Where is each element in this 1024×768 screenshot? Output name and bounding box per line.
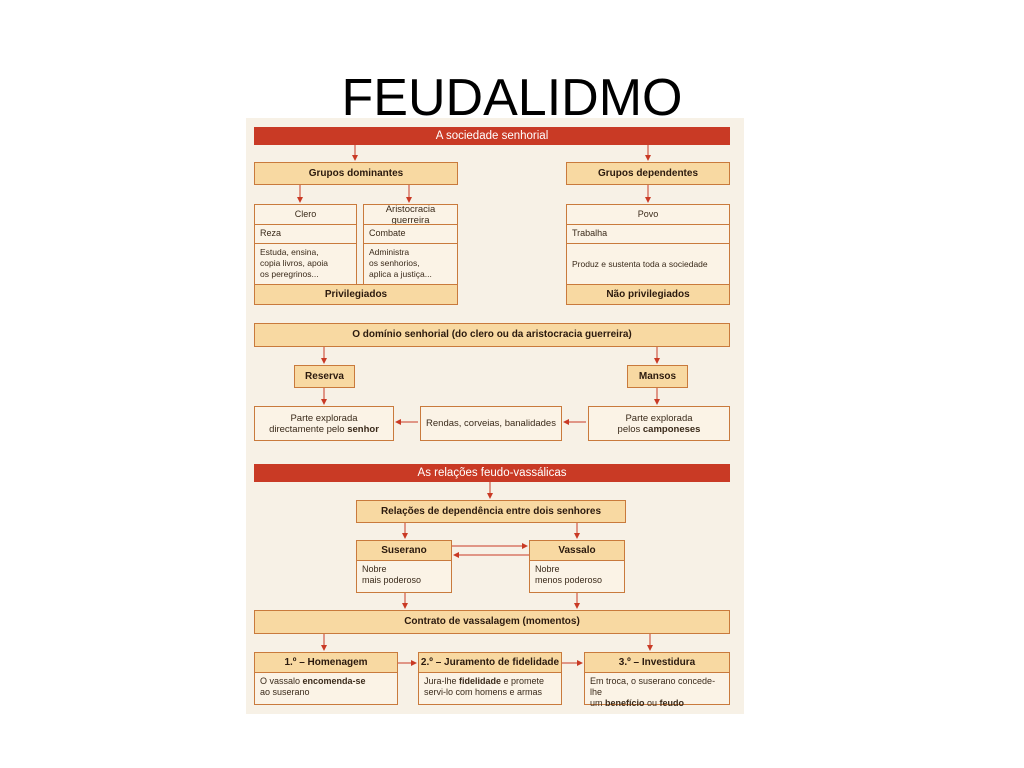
homenagem-text1: O vassalo [260, 676, 303, 686]
mansos-box: Mansos [627, 365, 688, 388]
povo-desc: Produz e sustenta toda a sociedade [566, 243, 730, 285]
connector-arrows [297, 145, 660, 666]
juramento-bold: fidelidade [459, 676, 502, 686]
reserva-desc-line2: directamente pelo senhor [269, 424, 379, 435]
contrato-vassalagem-box: Contrato de vassalagem (momentos) [254, 610, 730, 634]
investidura-bold1: benefício [605, 698, 645, 708]
juramento-desc: Jura-lhe fidelidade e promete servi-lo c… [418, 672, 562, 705]
investidura-text2: um [590, 698, 606, 708]
aristocracia-role: Combate [363, 224, 458, 244]
povo-role: Trabalha [566, 224, 730, 244]
suserano-desc: Nobre mais poderoso [356, 560, 452, 593]
juramento-line1: Jura-lhe fidelidade e promete [424, 676, 544, 686]
relacoes-dependencia-box: Relações de dependência entre dois senho… [356, 500, 626, 523]
investidura-desc: Em troca, o suserano concede-lhe um bene… [584, 672, 730, 708]
reserva-box: Reserva [294, 365, 355, 388]
vassalo-title: Vassalo [529, 540, 625, 561]
investidura-line2: um benefício ou feudo [590, 698, 684, 708]
homenagem-desc: O vassalo encomenda-se ao suserano [254, 672, 398, 705]
rendas-box: Rendas, corveias, banalidades [420, 406, 562, 441]
mansos-desc-line2: pelos camponeses [618, 424, 701, 435]
vassalo-desc-text: Nobre menos poderoso [535, 564, 603, 585]
reserva-desc: Parte explorada directamente pelo senhor [254, 406, 394, 441]
clero-title: Clero [254, 204, 357, 225]
slide-title: FEUDALIDMO [341, 69, 683, 120]
grupos-dependentes-box: Grupos dependentes [566, 162, 730, 185]
povo-title: Povo [566, 204, 730, 225]
nao-privilegiados-label: Não privilegiados [566, 284, 730, 305]
homenagem-line1: O vassalo encomenda-se [260, 676, 366, 686]
reserva-desc-bold: senhor [347, 423, 379, 435]
mansos-desc-line1: Parte explorada [625, 412, 693, 424]
clero-desc: Estuda, ensina, copia livros, apoia os p… [254, 243, 357, 285]
homenagem-title: 1.º – Homenagem [254, 652, 398, 673]
banner-relacoes-feudo-vassalicas: As relações feudo-vassálicas [254, 464, 730, 482]
privilegiados-label: Privilegiados [254, 284, 458, 305]
mansos-desc: Parte explorada pelos camponeses [588, 406, 730, 441]
aristocracia-title: Aristocracia guerreira [363, 204, 458, 226]
suserano-title: Suserano [356, 540, 452, 561]
reserva-desc-line2-text: directamente pelo [269, 423, 348, 435]
aristocracia-desc-text: Administra os senhorios, aplica a justiç… [369, 247, 432, 279]
suserano-desc-text: Nobre mais poderoso [362, 564, 422, 585]
juramento-text1: Jura-lhe [424, 676, 460, 686]
feudalism-diagram: A sociedade senhorial Grupos dominantes … [246, 118, 744, 714]
investidura-title: 3.º – Investidura [584, 652, 730, 673]
homenagem-line2: ao suserano [260, 687, 310, 697]
clero-desc-text: Estuda, ensina, copia livros, apoia os p… [260, 247, 329, 279]
investidura-line1: Em troca, o suserano concede-lhe [590, 676, 716, 697]
mansos-desc-bold: camponeses [642, 423, 701, 435]
clero-role: Reza [254, 224, 357, 244]
juramento-title: 2.º – Juramento de fidelidade [418, 652, 562, 673]
juramento-line2: servi-lo com homens e armas [424, 687, 543, 697]
homenagem-bold: encomenda-se [302, 676, 366, 686]
mansos-desc-line2-text: pelos [617, 423, 643, 435]
juramento-text2: e promete [501, 676, 545, 686]
dominio-senhorial-box: O domínio senhorial (do clero ou da aris… [254, 323, 730, 347]
aristocracia-desc: Administra os senhorios, aplica a justiç… [363, 243, 458, 285]
vassalo-desc: Nobre menos poderoso [529, 560, 625, 593]
banner-sociedade-senhorial: A sociedade senhorial [254, 127, 730, 145]
investidura-bold2: feudo [659, 698, 685, 708]
grupos-dominantes-box: Grupos dominantes [254, 162, 458, 185]
reserva-desc-line1: Parte explorada [290, 412, 358, 424]
investidura-text3: ou [644, 698, 660, 708]
